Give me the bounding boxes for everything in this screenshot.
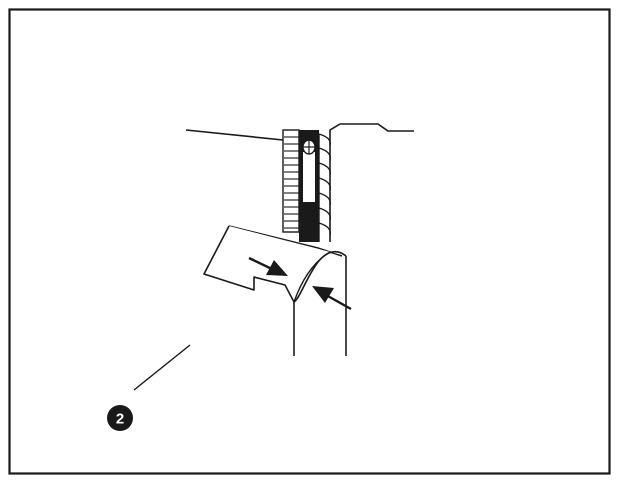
needle-slot: [299, 130, 319, 242]
diagram-frame: [8, 8, 611, 475]
callout-badge-icon: [107, 405, 133, 431]
callout-badge: 2: [107, 405, 133, 431]
arrow-right-down-icon: [248, 256, 288, 276]
presser-foot: [282, 129, 300, 233]
plate-leader-line: [185, 129, 284, 141]
foot-shank: [329, 123, 414, 242]
callout-leader-line: [133, 344, 191, 391]
foot-scallop-edge: [318, 133, 331, 242]
callout-label: 2: [116, 411, 124, 428]
arrow-left-up-icon: [312, 286, 352, 311]
